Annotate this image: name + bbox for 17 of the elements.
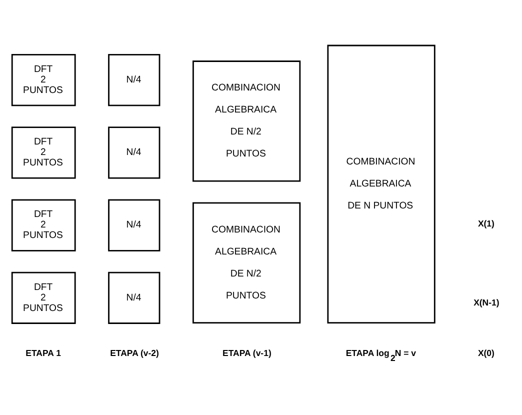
node-box: DFT 2 PUNTOS [11, 198, 76, 251]
label: ETAPA (v-1) [222, 348, 272, 358]
node-box: COMBINACION ALGEBRAICA DE N/2 PUNTOS [192, 202, 301, 324]
node-box: COMBINACION ALGEBRAICA DE N/2 PUNTOS [192, 60, 301, 182]
label: ETAPA 1 [26, 348, 61, 358]
node-box: N/4 [108, 126, 160, 178]
node-box: DFT 2 PUNTOS [11, 126, 76, 178]
label: X(1) [478, 218, 494, 228]
node-box: DFT 2 PUNTOS [11, 271, 76, 324]
node-box: N/4 [108, 53, 160, 106]
label: ETAPA (v-2) [110, 348, 159, 358]
node-box: DFT 2 PUNTOS [11, 53, 76, 106]
node-box: COMBINACION ALGEBRAICA DE N PUNTOS [327, 44, 436, 324]
label: X(N-1) [474, 296, 500, 307]
node-box: N/4 [108, 198, 160, 251]
node-box: N/4 [108, 271, 160, 324]
label: X(0) [478, 348, 494, 358]
